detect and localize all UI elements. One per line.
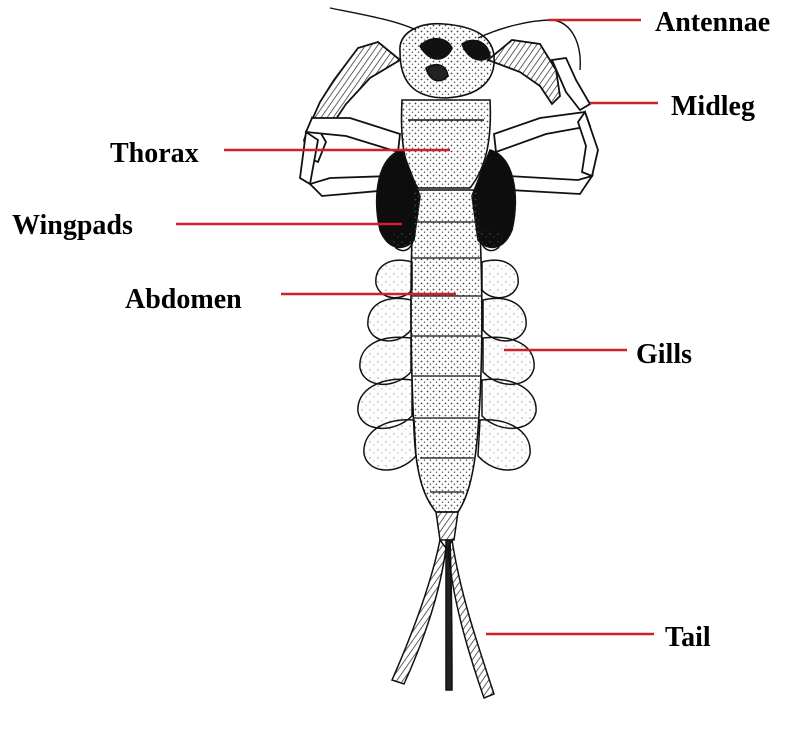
head-drawing bbox=[400, 24, 494, 98]
midleg-label: Midleg bbox=[671, 93, 755, 121]
thorax-drawing bbox=[402, 100, 491, 188]
antennae-label: Antennae bbox=[655, 9, 770, 37]
abdomen-label: Abdomen bbox=[125, 286, 242, 314]
thorax-label: Thorax bbox=[110, 140, 199, 168]
wingpads-label: Wingpads bbox=[12, 212, 133, 240]
tail-label: Tail bbox=[665, 624, 711, 652]
gills-label: Gills bbox=[636, 341, 692, 369]
abdomen-drawing bbox=[411, 190, 482, 512]
tail-drawing bbox=[392, 512, 494, 698]
